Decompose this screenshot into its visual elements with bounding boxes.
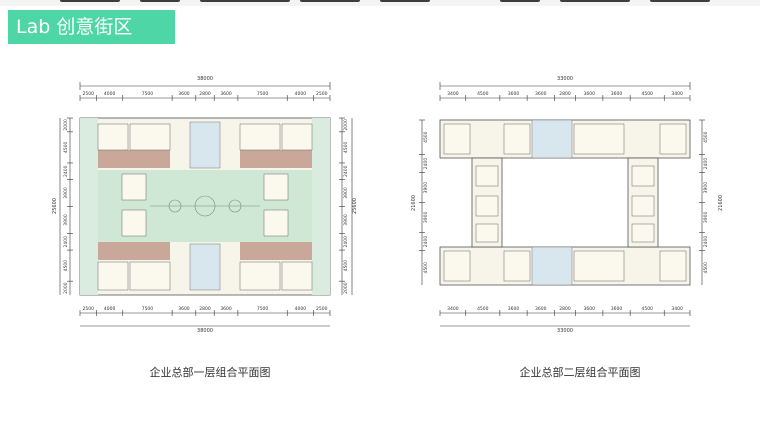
dimension-label: 3600 bbox=[611, 91, 623, 97]
dimension-label: 3400 bbox=[671, 91, 683, 97]
bottom-total-label: 38000 bbox=[197, 328, 213, 334]
dimension-label: 3900 bbox=[343, 187, 349, 199]
first-floor-caption: 企业总部一层组合平面图 bbox=[149, 366, 271, 379]
dimension-label: 3600 bbox=[220, 306, 232, 312]
left-total-label: 21600 bbox=[411, 195, 417, 211]
top-dimension bbox=[79, 82, 331, 99]
second-floor-plan: 33000 33000 21600 21600 3400 4500 3600 3600… bbox=[411, 76, 724, 334]
dimension-label: 3600 bbox=[584, 306, 596, 312]
dimension-label: 3400 bbox=[447, 91, 459, 97]
dimension-label: 3600 bbox=[535, 306, 547, 312]
dimension-label: 4500 bbox=[343, 142, 349, 154]
dimension-label: 4500 bbox=[343, 260, 349, 272]
bottom-total-label: 33000 bbox=[557, 328, 573, 334]
dimension-label: 4500 bbox=[477, 91, 489, 97]
dimension-label: 3600 bbox=[508, 306, 520, 312]
dimension-label: 3600 bbox=[508, 91, 520, 97]
dimension-label: 2400 bbox=[63, 236, 69, 248]
page-title: Lab 创意街区 bbox=[8, 10, 175, 44]
dimension-label: 2000 bbox=[63, 282, 69, 294]
dimension-label: 3600 bbox=[535, 91, 547, 97]
top-total-label: 33000 bbox=[557, 76, 573, 82]
dimension-label: 4000 bbox=[104, 91, 116, 97]
dimension-label: 3400 bbox=[671, 306, 683, 312]
dimension-label: 3900 bbox=[423, 212, 429, 224]
dimension-label: 2800 bbox=[559, 306, 571, 312]
dimension-label: 2500 bbox=[316, 306, 328, 312]
dimension-label: 3400 bbox=[447, 306, 459, 312]
dimension-label: 3900 bbox=[63, 214, 69, 226]
dimension-label: 2500 bbox=[82, 91, 94, 97]
dimension-label: 2400 bbox=[423, 158, 429, 170]
dimension-label: 2500 bbox=[82, 306, 94, 312]
first-floor-plan: 38000 2500 4000 7500 3600 2800 3600 7500 4000 25… bbox=[52, 76, 358, 334]
dimension-label: 4500 bbox=[423, 131, 429, 143]
dimension-label: 2800 bbox=[199, 306, 211, 312]
dimension-label: 2400 bbox=[343, 236, 349, 248]
dimension-label: 3900 bbox=[423, 182, 429, 194]
top-total-label: 38000 bbox=[197, 76, 213, 82]
dimension-label: 2800 bbox=[199, 91, 211, 97]
first-floor-building bbox=[79, 117, 331, 296]
dimension-label: 4000 bbox=[295, 306, 307, 312]
dimension-label: 3600 bbox=[178, 306, 190, 312]
right-total-label: 21600 bbox=[718, 195, 724, 211]
dimension-label: 3600 bbox=[178, 91, 190, 97]
dimension-label: 4500 bbox=[703, 131, 709, 143]
right-total-label: 25600 bbox=[352, 198, 358, 214]
dimension-label: 4500 bbox=[477, 306, 489, 312]
dimension-label: 3900 bbox=[703, 212, 709, 224]
dimension-label: 3600 bbox=[220, 91, 232, 97]
dimension-label: 2400 bbox=[703, 158, 709, 170]
left-total-label: 25600 bbox=[52, 198, 58, 214]
second-floor-caption: 企业总部二层组合平面图 bbox=[519, 366, 641, 379]
second-floor-building bbox=[439, 119, 691, 286]
dimension-label: 4000 bbox=[295, 91, 307, 97]
dimension-label: 2500 bbox=[316, 91, 328, 97]
dimension-label: 3600 bbox=[611, 306, 623, 312]
dimension-label: 4500 bbox=[63, 142, 69, 154]
dimension-label: 4000 bbox=[104, 306, 116, 312]
top-text-strip bbox=[0, 0, 760, 6]
dimension-label: 2000 bbox=[343, 282, 349, 294]
dimension-label: 2400 bbox=[703, 236, 709, 248]
dimension-label: 4500 bbox=[641, 306, 653, 312]
dimension-label: 7500 bbox=[257, 91, 269, 97]
dimension-label: 3900 bbox=[63, 187, 69, 199]
dimension-label: 4500 bbox=[703, 262, 709, 274]
dimension-label: 7500 bbox=[142, 306, 154, 312]
dimension-label: 2000 bbox=[343, 119, 349, 131]
dimension-label: 2800 bbox=[559, 91, 571, 97]
dimension-label: 4500 bbox=[641, 91, 653, 97]
dimension-label: 4500 bbox=[423, 262, 429, 274]
dimension-label: 2400 bbox=[343, 165, 349, 177]
dimension-label: 3900 bbox=[703, 182, 709, 194]
dimension-label: 2000 bbox=[63, 119, 69, 131]
dimension-label: 7500 bbox=[142, 91, 154, 97]
dimension-label: 3900 bbox=[343, 214, 349, 226]
dimension-label: 4500 bbox=[63, 260, 69, 272]
dimension-label: 2400 bbox=[423, 236, 429, 248]
dimension-label: 2400 bbox=[63, 165, 69, 177]
dimension-label: 7500 bbox=[257, 306, 269, 312]
dimension-label: 3600 bbox=[584, 91, 596, 97]
